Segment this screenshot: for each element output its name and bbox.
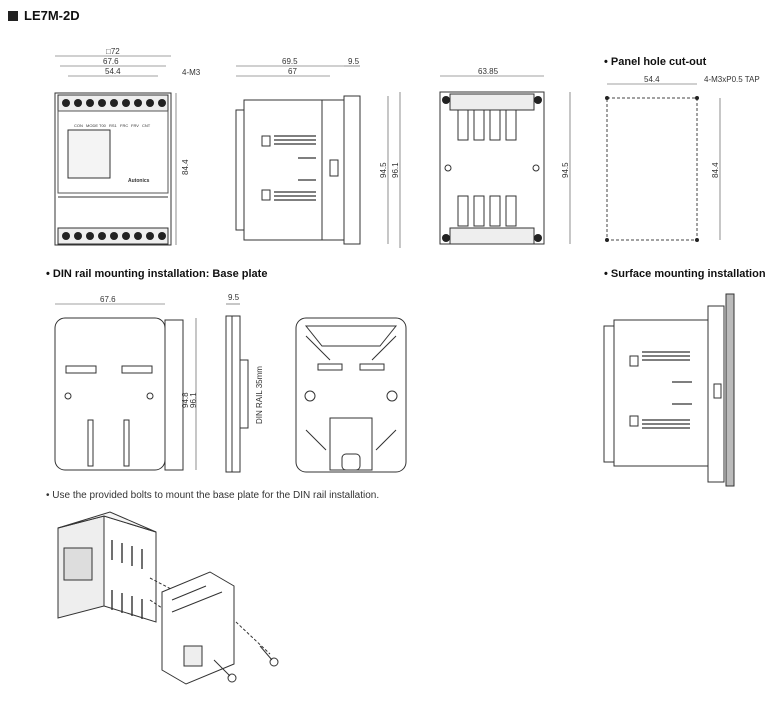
title-square-icon — [8, 10, 18, 21]
front-bottom-terminals — [62, 232, 166, 240]
base-plate-side — [225, 315, 249, 473]
dim-front-676: 67.6 — [103, 57, 119, 66]
dim-cut-tap: 4-M3xP0.5 TAP — [704, 75, 760, 84]
base-side-dimensions: 9.5 DIN RAIL 35mm — [226, 293, 264, 424]
dim-front-72: □72 — [106, 47, 120, 56]
front-dimensions: □72 67.6 54.4 4-M3 84.4 — [55, 47, 201, 245]
base-front-dimensions: 67.6 94.8 96.1 — [55, 295, 198, 470]
base-plate-front — [54, 317, 184, 471]
section-surface: • Surface mounting installation — [604, 268, 766, 280]
terminal-label: CON — [74, 123, 83, 128]
dim-front-screw: 4-M3 — [182, 68, 201, 77]
page-title: LE7M-2D — [8, 8, 80, 23]
dim-front-844: 84.4 — [181, 159, 190, 175]
assembly-illustration — [57, 511, 279, 685]
dim-side-67: 67 — [288, 67, 297, 76]
section-din-rail: • DIN rail mounting installation: Base p… — [46, 268, 268, 280]
dim-din-rail: DIN RAIL 35mm — [255, 366, 264, 424]
brand-logo-text: Autonics — [128, 178, 150, 184]
dim-base-side-95: 9.5 — [228, 293, 240, 302]
terminal-label: MODE — [86, 123, 98, 128]
front-terminal-labels: CON MODE T00 RS1 FRC FRV CNT Autonics — [74, 123, 151, 184]
section-panel-cutout: • Panel hole cut-out — [604, 56, 707, 68]
front-top-terminals — [62, 99, 166, 107]
side-dimensions: 69.5 67 9.5 94.5 96.1 — [236, 57, 401, 248]
terminal-label: RS1 — [109, 123, 118, 128]
back-dimensions: 63.85 94.5 — [440, 67, 571, 244]
panel-cutout — [605, 96, 699, 242]
install-note-text: Use the provided bolts to mount the base… — [52, 490, 380, 501]
dim-cut-544: 54.4 — [644, 75, 660, 84]
front-view — [54, 92, 172, 246]
install-note: • Use the provided bolts to mount the ba… — [46, 490, 380, 501]
terminal-label: T00 — [99, 123, 107, 128]
dim-cut-844: 84.4 — [711, 162, 720, 178]
dim-side-695: 69.5 — [282, 57, 298, 66]
dim-base-948: 94.8 — [181, 392, 190, 408]
dim-back-945: 94.5 — [561, 162, 570, 178]
dim-side-945: 94.5 — [379, 162, 388, 178]
surface-mounting-view — [603, 293, 735, 487]
section-din-rail-label: DIN rail mounting installation: Base pla… — [52, 268, 268, 280]
dim-side-95: 9.5 — [348, 57, 360, 66]
dim-back-6385: 63.85 — [478, 67, 499, 76]
dim-front-544: 54.4 — [105, 67, 121, 76]
base-plate-back — [295, 317, 407, 473]
dim-side-961: 96.1 — [391, 162, 400, 178]
dim-base-961: 96.1 — [189, 392, 198, 408]
section-panel-cutout-label: Panel hole cut-out — [610, 56, 707, 68]
dim-base-676: 67.6 — [100, 295, 116, 304]
terminal-label: CNT — [142, 123, 151, 128]
back-view — [439, 91, 545, 245]
terminal-label: FRC — [120, 123, 128, 128]
terminal-label: FRV — [131, 123, 139, 128]
side-view — [235, 95, 361, 245]
cutout-dimensions: 54.4 4-M3xP0.5 TAP 84.4 — [607, 75, 760, 240]
title-text: LE7M-2D — [24, 8, 80, 23]
section-surface-label: Surface mounting installation — [610, 268, 766, 280]
